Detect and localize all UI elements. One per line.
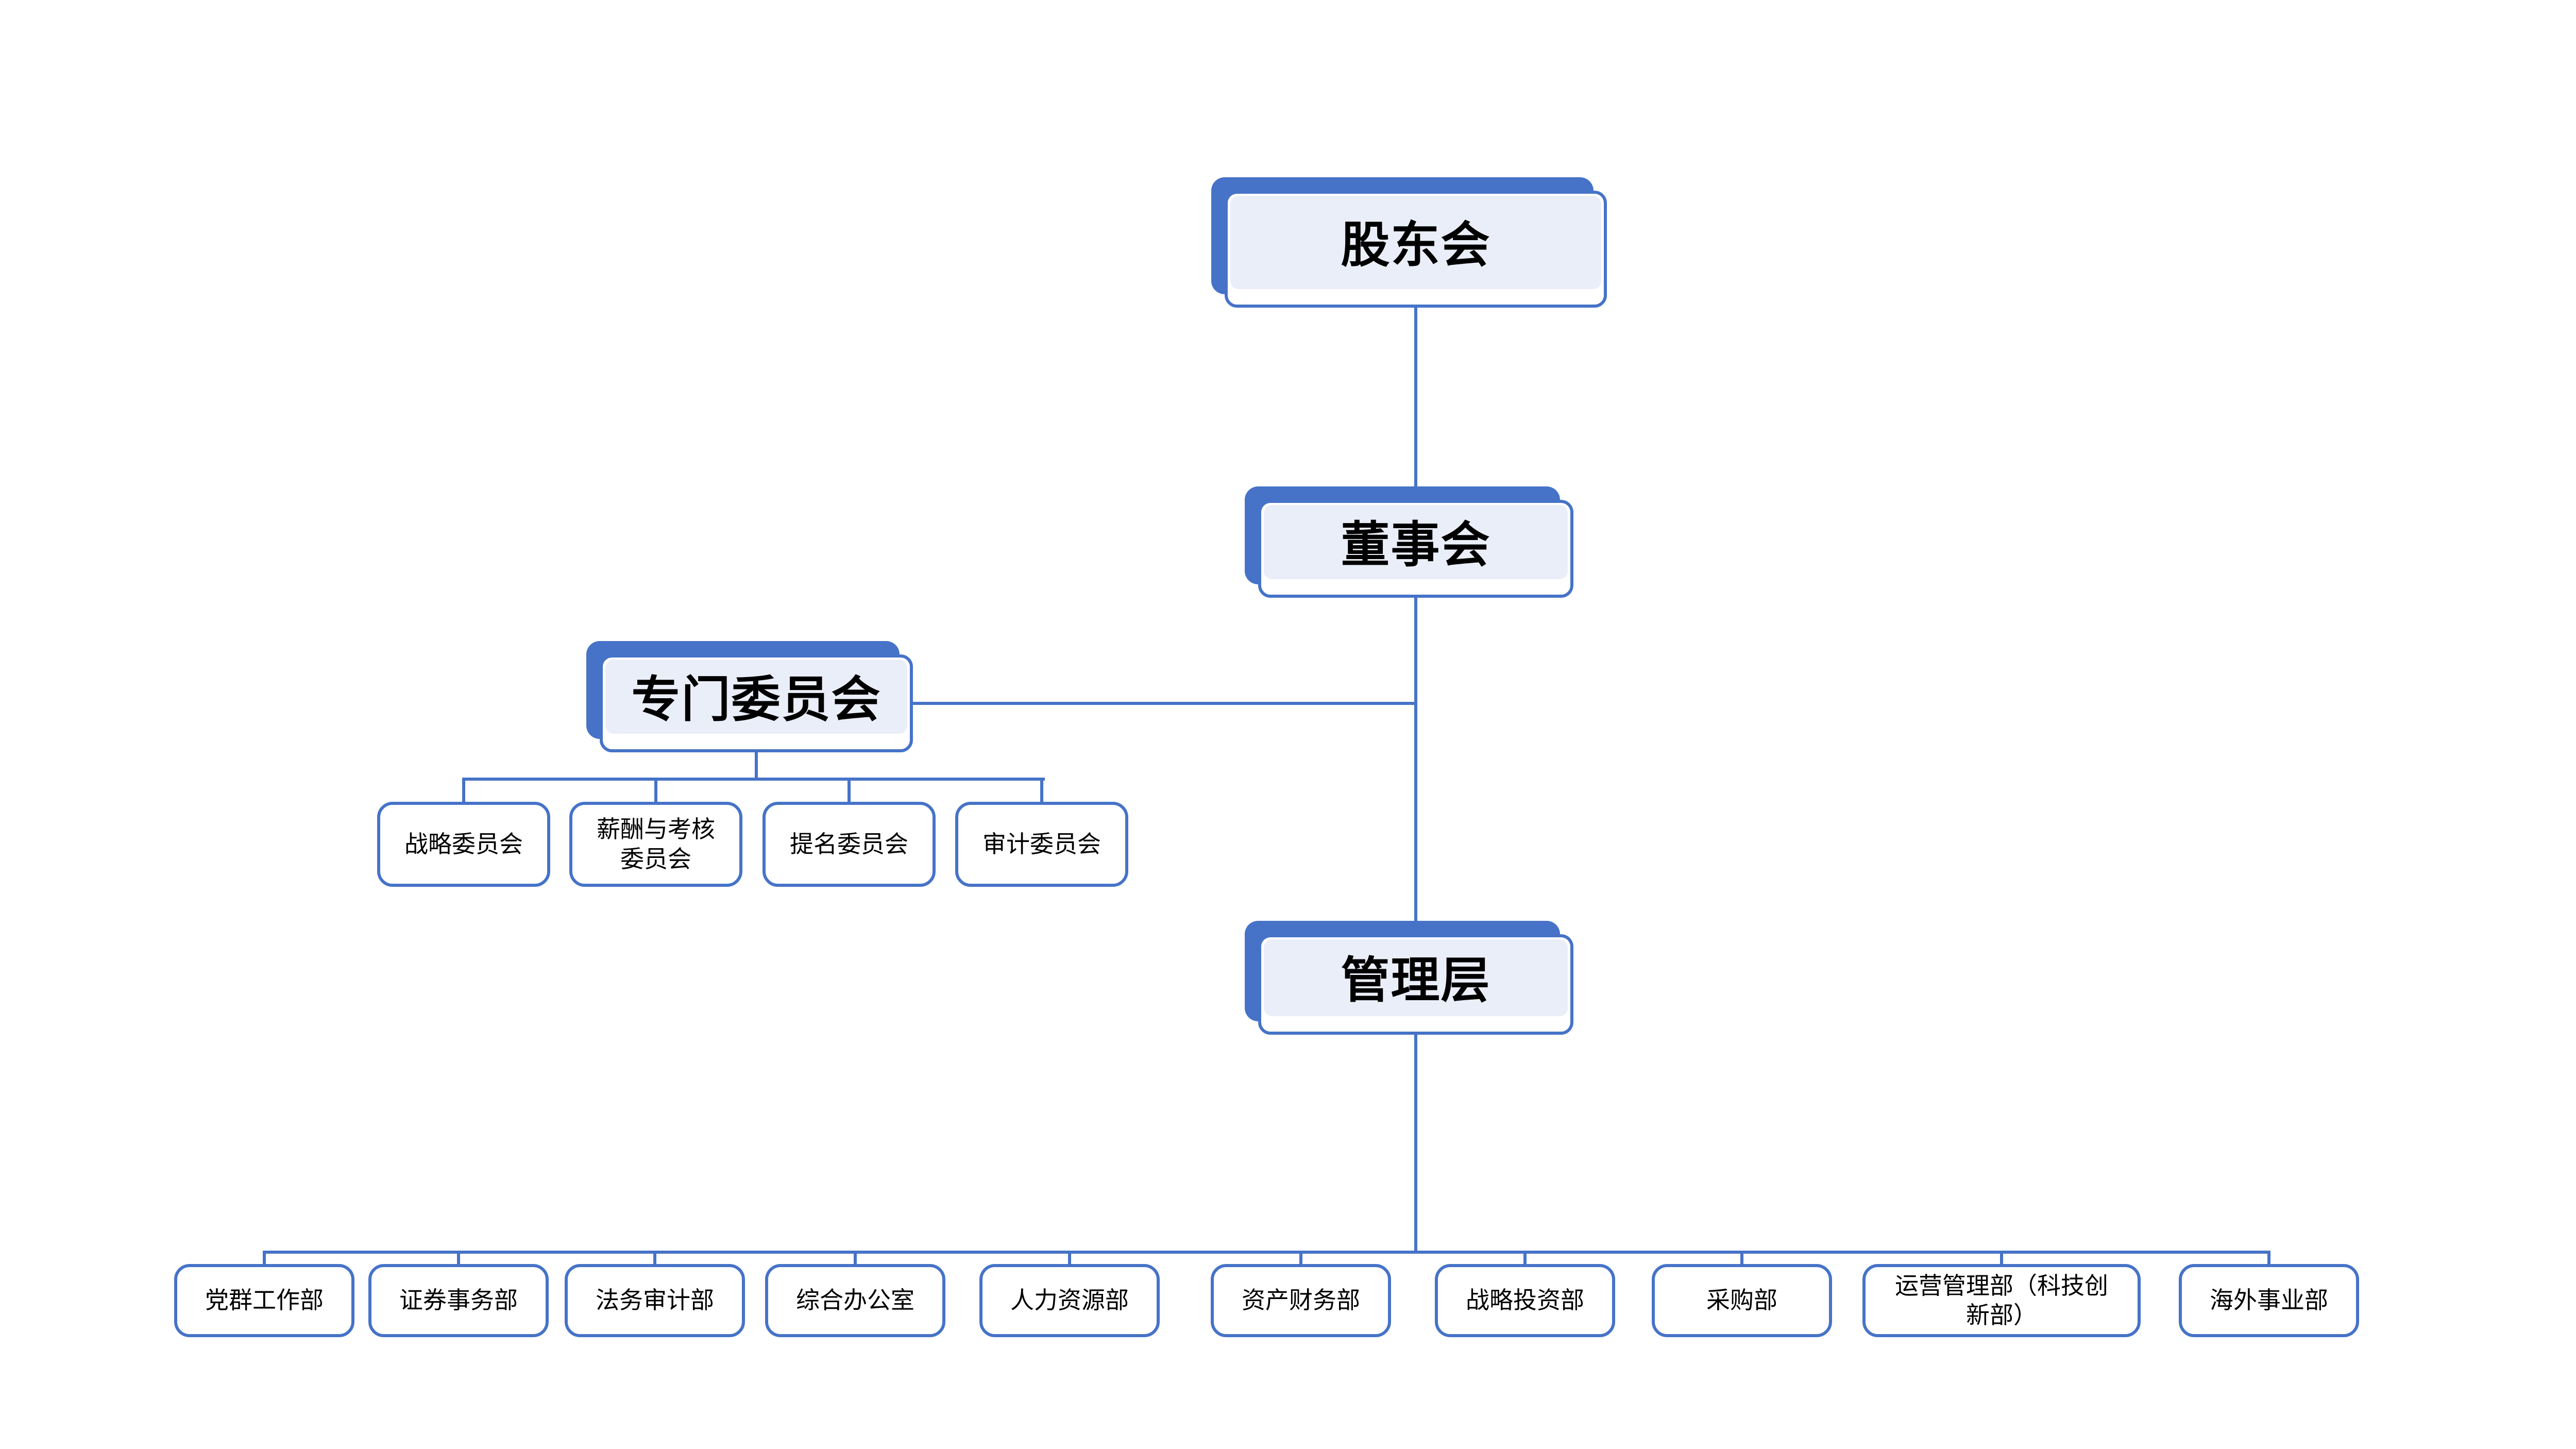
department-box-operations-management: 运营管理部（科技创新部） bbox=[1862, 1264, 2141, 1337]
special-committee-branch-connector bbox=[912, 702, 1417, 705]
department-drop-connector bbox=[1523, 1252, 1527, 1267]
committee-box-audit: 审计委员会 bbox=[955, 802, 1128, 887]
node-shareholders: 股东会 bbox=[1211, 177, 1607, 308]
committee-label: 审计委员会 bbox=[982, 830, 1101, 857]
department-box-procurement: 采购部 bbox=[1652, 1264, 1832, 1337]
department-label: 证券事务部 bbox=[399, 1287, 518, 1314]
department-box-strategic-investment: 战略投资部 bbox=[1435, 1264, 1615, 1337]
committee-box-compensation: 薪酬与考核委员会 bbox=[569, 802, 742, 887]
department-label: 采购部 bbox=[1706, 1287, 1777, 1314]
department-box-securities: 证券事务部 bbox=[368, 1264, 549, 1337]
department-label: 党群工作部 bbox=[205, 1287, 324, 1314]
department-box-human-resources: 人力资源部 bbox=[979, 1264, 1160, 1337]
department-box-general-office: 综合办公室 bbox=[765, 1264, 945, 1337]
committee-drop-connector bbox=[462, 779, 465, 805]
node-face: 股东会 bbox=[1225, 191, 1607, 308]
department-drop-connector bbox=[2000, 1252, 2003, 1267]
department-drop-connector bbox=[263, 1252, 266, 1267]
department-drop-connector bbox=[2267, 1252, 2270, 1267]
main-vertical-connector bbox=[1414, 306, 1417, 1254]
department-drop-connector bbox=[1068, 1252, 1071, 1267]
department-label: 海外事业部 bbox=[2210, 1287, 2328, 1314]
department-drop-connector bbox=[457, 1252, 460, 1267]
department-drop-connector bbox=[1740, 1252, 1743, 1267]
department-drop-connector bbox=[653, 1252, 656, 1267]
committees-rail-connector bbox=[462, 778, 1045, 781]
node-panel bbox=[1264, 505, 1568, 579]
committee-box-strategy: 战略委员会 bbox=[377, 802, 550, 887]
department-label: 运营管理部（科技创新部） bbox=[1895, 1272, 2108, 1329]
committee-box-nomination: 提名委员会 bbox=[762, 802, 936, 887]
committee-drop-connector bbox=[1040, 779, 1043, 805]
node-face: 管理层 bbox=[1258, 934, 1573, 1035]
node-board: 董事会 bbox=[1245, 486, 1573, 598]
department-box-party-affairs: 党群工作部 bbox=[174, 1264, 354, 1337]
special-committee-drop-connector bbox=[755, 751, 758, 781]
department-box-overseas-business: 海外事业部 bbox=[2179, 1264, 2359, 1337]
department-label: 资产财务部 bbox=[1242, 1287, 1360, 1314]
committee-drop-connector bbox=[848, 779, 851, 805]
committee-drop-connector bbox=[654, 779, 657, 805]
department-box-legal-audit: 法务审计部 bbox=[565, 1264, 745, 1337]
node-face: 董事会 bbox=[1258, 500, 1573, 598]
node-label: 股东会 bbox=[1341, 218, 1491, 273]
node-special-committee: 专门委员会 bbox=[586, 641, 913, 752]
department-label: 综合办公室 bbox=[796, 1287, 914, 1314]
departments-rail-connector bbox=[263, 1251, 2270, 1254]
department-label: 人力资源部 bbox=[1010, 1287, 1129, 1314]
department-label: 法务审计部 bbox=[596, 1287, 714, 1314]
committee-label: 薪酬与考核委员会 bbox=[597, 816, 715, 872]
department-drop-connector bbox=[1299, 1252, 1302, 1267]
node-label: 专门委员会 bbox=[631, 672, 882, 727]
node-label: 董事会 bbox=[1341, 517, 1491, 572]
department-label: 战略投资部 bbox=[1466, 1287, 1584, 1314]
node-label: 管理层 bbox=[1341, 953, 1491, 1008]
node-management: 管理层 bbox=[1245, 921, 1573, 1035]
node-panel bbox=[1230, 196, 1601, 289]
committee-label: 战略委员会 bbox=[404, 830, 523, 857]
department-drop-connector bbox=[854, 1252, 857, 1267]
node-face: 专门委员会 bbox=[600, 654, 913, 752]
department-box-asset-finance: 资产财务部 bbox=[1211, 1264, 1391, 1337]
committee-label: 提名委员会 bbox=[790, 830, 908, 857]
node-panel bbox=[605, 660, 907, 734]
node-panel bbox=[1264, 939, 1568, 1016]
